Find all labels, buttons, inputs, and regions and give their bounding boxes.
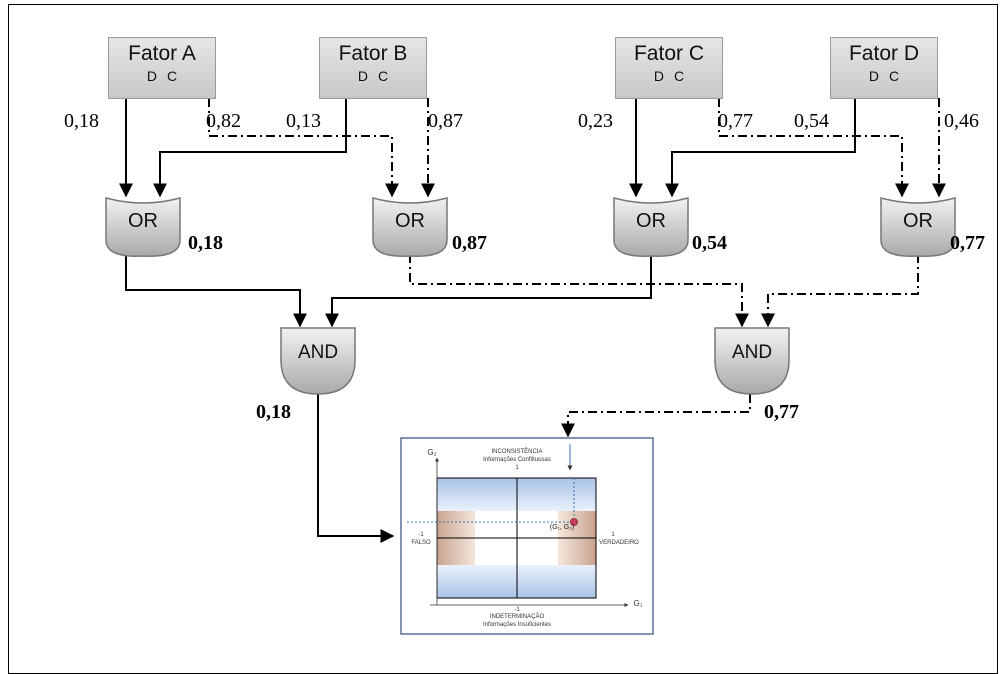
or-gate-2-shape xyxy=(372,197,448,257)
factor-b-name: Fator B xyxy=(338,42,408,65)
result-point xyxy=(570,518,578,526)
factor-d-c: C xyxy=(889,68,910,84)
factor-d-box: Fator D DC xyxy=(830,37,938,99)
factor-b-d: D xyxy=(357,68,378,84)
output-or1: 0,18 xyxy=(188,232,223,254)
input-d-c: 0,46 xyxy=(944,110,979,132)
plot-bottom-title: INDETERMINAÇÃO xyxy=(489,614,545,620)
input-a-c: 0,82 xyxy=(206,110,241,132)
or-gate-1: OR xyxy=(128,210,158,232)
plot-point-label: (G₁, G₂) xyxy=(549,524,575,531)
factor-a-name: Fator A xyxy=(128,42,196,65)
factor-b-box: Fator B DC xyxy=(319,37,427,99)
plot-bottom-val: -1 xyxy=(514,607,520,613)
plot-x-axis-label: G₁ xyxy=(633,599,643,608)
factor-b-c: C xyxy=(378,68,399,84)
plot-right-title: VERDADEIRO xyxy=(599,540,639,546)
wire-and2-plot xyxy=(561,394,751,438)
or-gate-1-shape xyxy=(105,197,181,257)
wire-or3-and1 xyxy=(325,254,652,328)
and-gate-2-shape xyxy=(714,327,790,395)
wire-c-c xyxy=(718,98,909,198)
factor-a-d: D xyxy=(146,68,167,84)
output-and1: 0,18 xyxy=(256,401,291,423)
factor-c-d: D xyxy=(653,68,674,84)
or-gate-3-shape xyxy=(613,197,689,257)
plot-left-title: FALSO xyxy=(411,540,431,546)
and-gate-2: AND xyxy=(731,342,773,363)
or-gate-4-shape xyxy=(880,197,956,257)
factor-d-name: Fator D xyxy=(848,42,919,65)
plot-bottom-sub: Informações Insuficientes xyxy=(482,622,552,628)
wire-a-c xyxy=(208,98,399,198)
or-gate-3: OR xyxy=(636,210,666,232)
plot-top-title: INCONSISTÊNCIA xyxy=(491,449,543,455)
wire-d-d xyxy=(665,98,856,198)
wire-or1-and1 xyxy=(125,254,307,328)
output-or4: 0,77 xyxy=(950,232,985,254)
wire-or4-and2 xyxy=(761,254,919,328)
input-d-d: 0,54 xyxy=(794,110,829,132)
input-b-d: 0,13 xyxy=(286,110,321,132)
input-c-d: 0,23 xyxy=(578,110,613,132)
plot-left-val: -1 xyxy=(418,532,424,538)
input-b-c: 0,87 xyxy=(428,110,463,132)
wire-and1-plot xyxy=(317,394,395,543)
plot-top-val: 1 xyxy=(515,465,519,471)
input-c-c: 0,77 xyxy=(718,110,753,132)
plot-right-val: 1 xyxy=(611,532,615,538)
factor-d-d: D xyxy=(868,68,889,84)
factor-a-c: C xyxy=(167,68,188,84)
factor-c-box: Fator C DC xyxy=(615,37,723,99)
factor-c-name: Fator C xyxy=(633,42,704,65)
factor-c-c: C xyxy=(674,68,695,84)
input-a-d: 0,18 xyxy=(64,110,99,132)
output-or2: 0,87 xyxy=(452,232,487,254)
output-and2: 0,77 xyxy=(764,401,799,423)
and-gate-1: AND xyxy=(297,342,339,363)
and-gate-1-shape xyxy=(280,327,356,395)
wire-b-d xyxy=(153,98,347,198)
factor-a-box: Fator A DC xyxy=(108,37,216,99)
plot-top-sub: Informações Conflituosas xyxy=(483,457,551,463)
or-gate-4: OR xyxy=(903,210,933,232)
or-gate-2: OR xyxy=(395,210,425,232)
plot-y-axis-label: G₂ xyxy=(427,448,437,457)
output-or3: 0,54 xyxy=(692,232,727,254)
wire-or2-and2 xyxy=(409,254,749,328)
